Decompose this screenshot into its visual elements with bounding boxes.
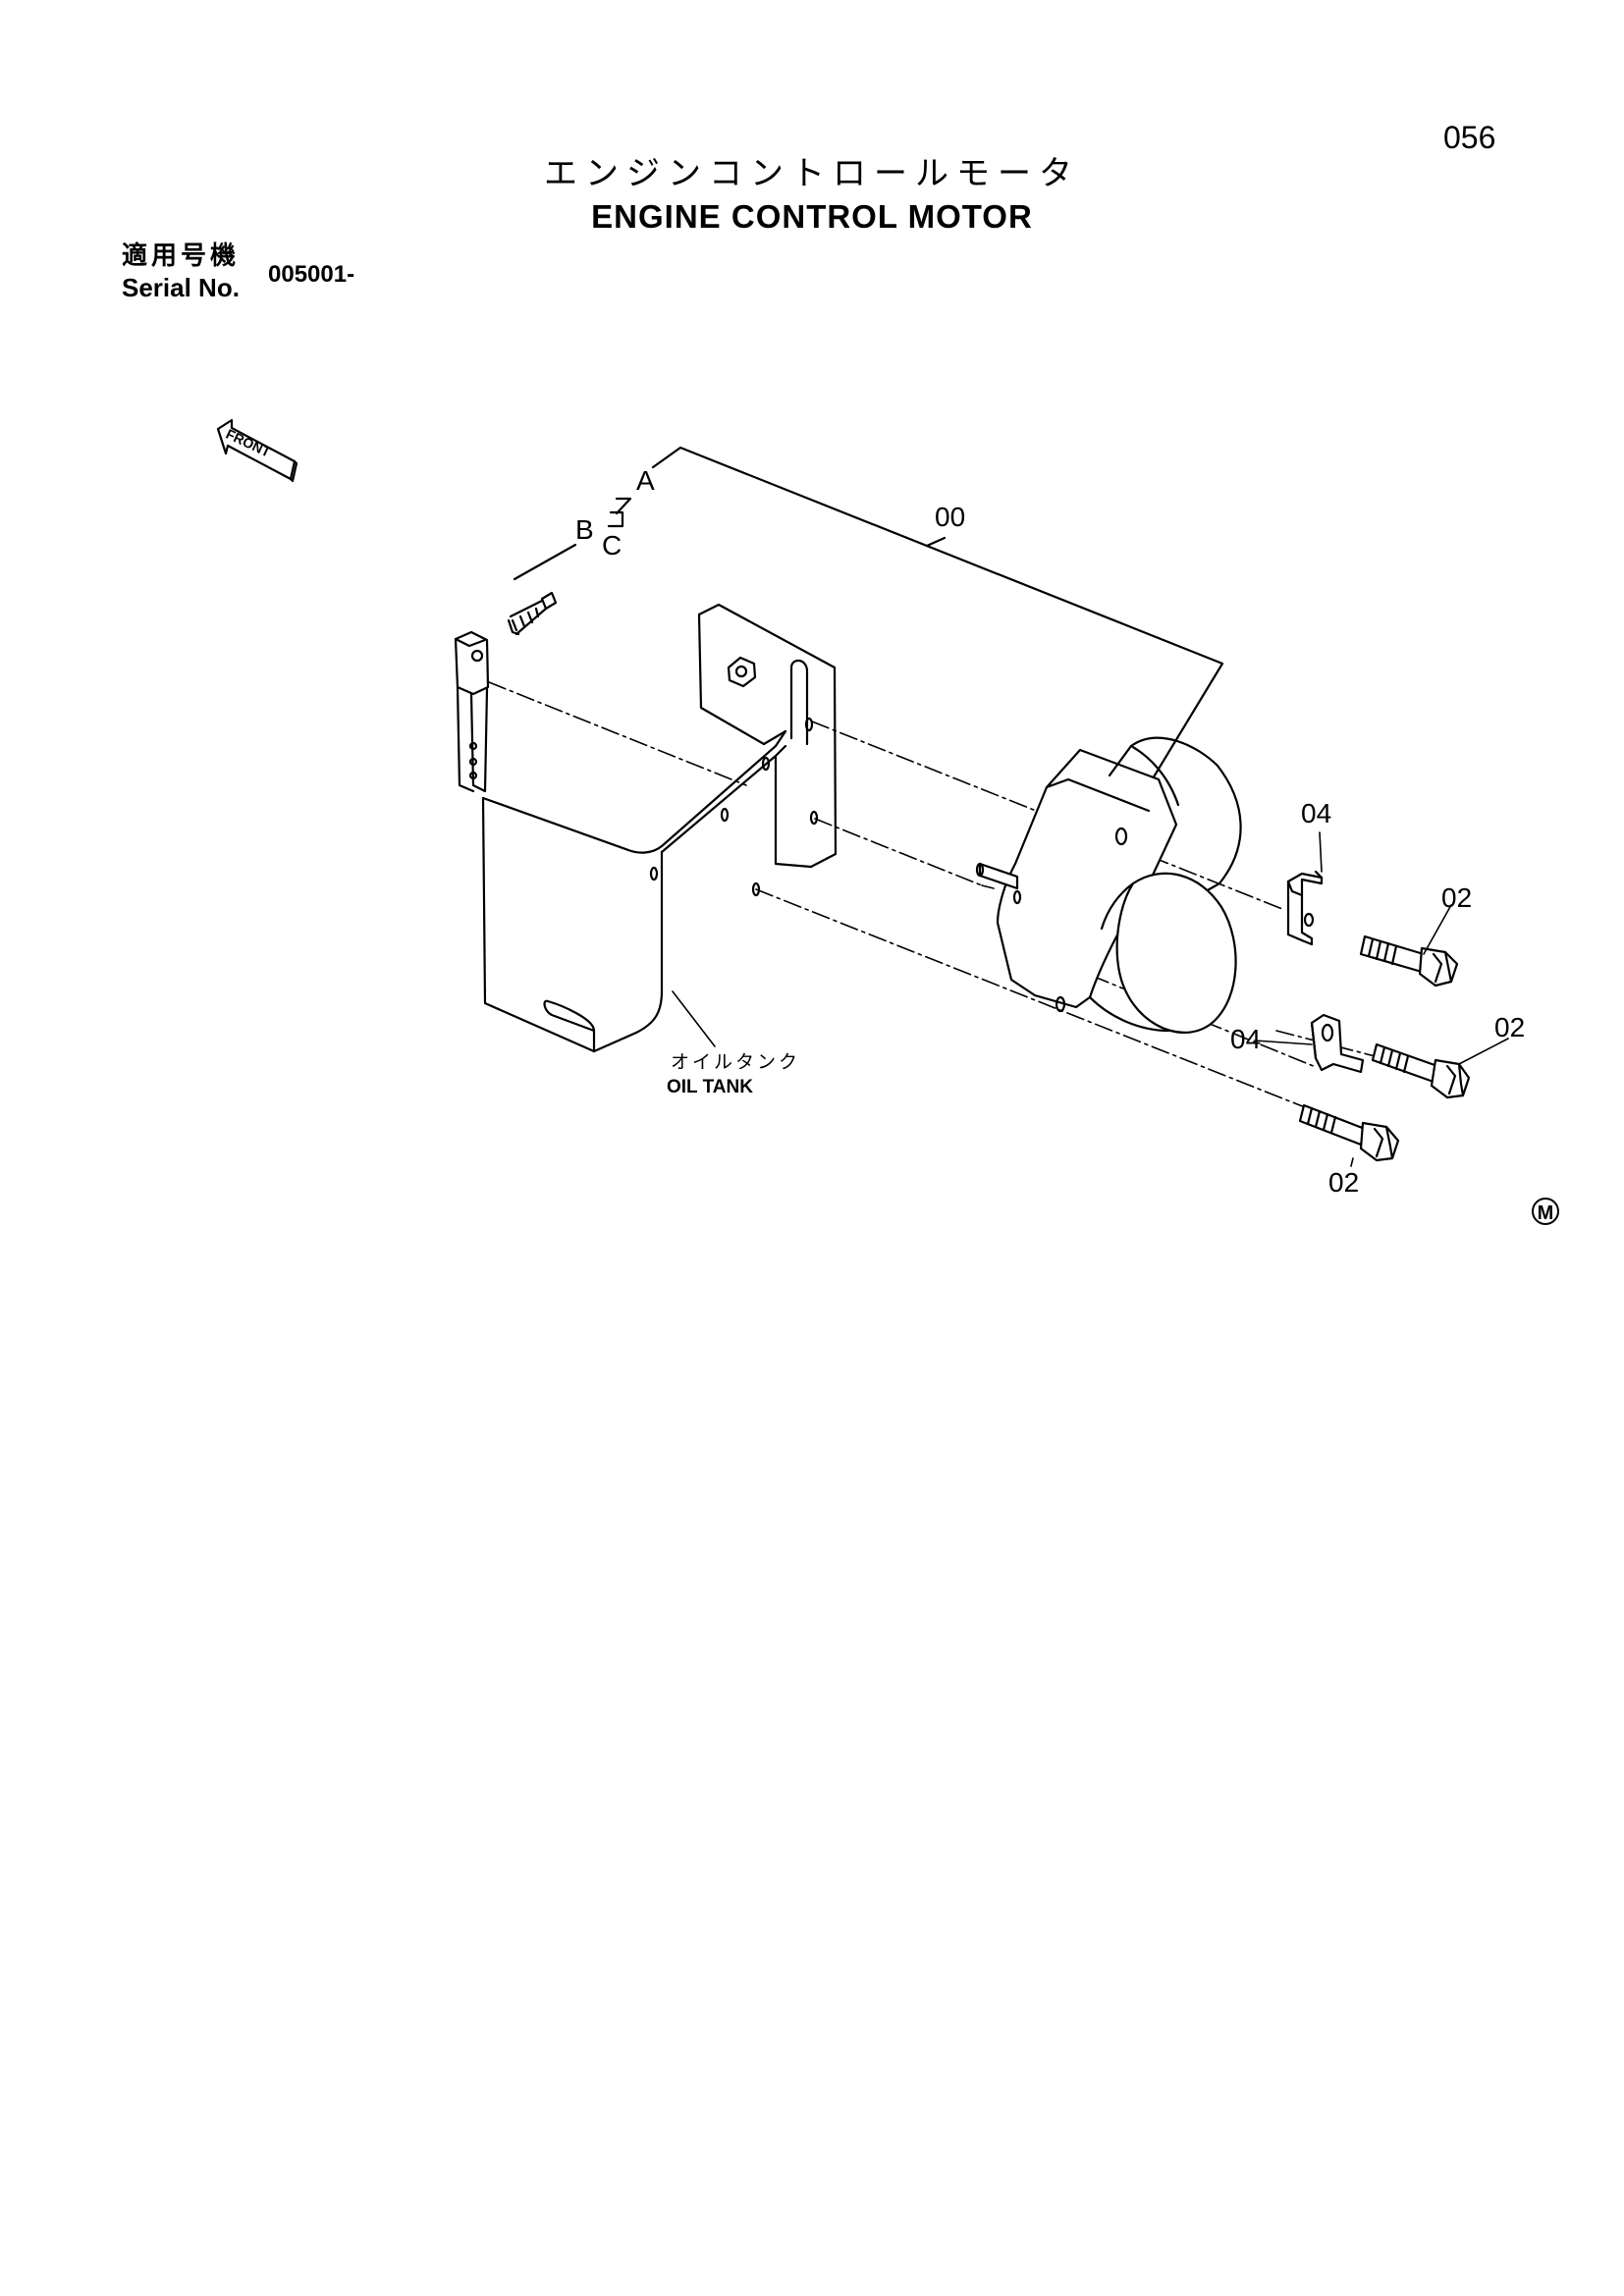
m-mark-label: M xyxy=(1538,1202,1554,1224)
bracket-04-lower xyxy=(1310,1013,1365,1074)
bolt-02-middle xyxy=(1371,1042,1471,1099)
oil-tank-label-japanese: オイルタンク xyxy=(671,1051,800,1073)
callout-bolt-02-upper: 02 xyxy=(1441,882,1472,913)
callout-bracket-04-upper: 04 xyxy=(1301,798,1331,828)
callout-assembly-00: 00 xyxy=(935,502,965,532)
callout-bolt-02-lower: 02 xyxy=(1328,1167,1359,1198)
mounting-bracket xyxy=(481,603,838,1053)
front-arrow-icon xyxy=(216,418,298,483)
oil-tank-label: OIL TANK xyxy=(667,1077,753,1097)
callout-b: B xyxy=(575,514,594,545)
callout-c: C xyxy=(602,530,622,561)
serial-number-value: 005001- xyxy=(268,261,355,288)
callout-bolt-02-middle: 02 xyxy=(1494,1012,1525,1042)
m-mark-icon: M xyxy=(1532,1198,1559,1225)
engine-control-motor xyxy=(975,736,1242,1034)
page-title-japanese: エンジンコントロールモータ xyxy=(544,154,1080,193)
serial-label: Serial No. xyxy=(122,273,240,302)
callout-a: A xyxy=(636,465,655,496)
page-title: ENGINE CONTROL MOTOR xyxy=(591,198,1033,235)
assembly-bracket-callout xyxy=(513,446,1224,795)
bolt-02-lower xyxy=(1298,1103,1400,1162)
serial-label-japanese: 適用号機 xyxy=(122,241,241,271)
callout-leaders xyxy=(672,831,1509,1167)
callout-bracket-04-lower: 04 xyxy=(1230,1024,1261,1054)
bolt-02-upper xyxy=(1359,934,1459,988)
page-number: 056 xyxy=(1443,120,1496,155)
bracket-04-upper xyxy=(1286,870,1324,946)
lever-arm xyxy=(454,591,558,793)
